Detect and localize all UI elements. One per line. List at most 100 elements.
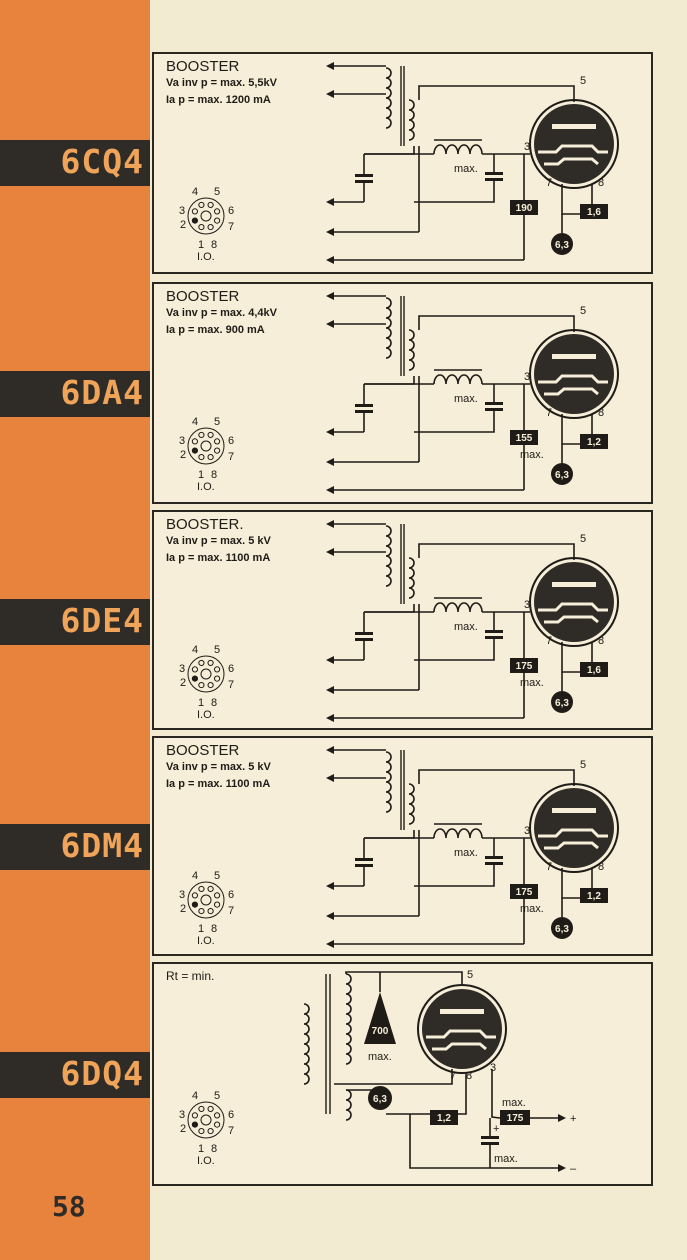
socket-outline bbox=[187, 197, 225, 235]
socket-pin-number: 8 bbox=[211, 697, 217, 709]
arrow-head bbox=[326, 912, 334, 920]
socket-outline bbox=[187, 427, 225, 465]
socket-key bbox=[200, 440, 212, 452]
socket-pin-number: 7 bbox=[228, 905, 234, 917]
socket-pin bbox=[191, 666, 199, 673]
resistor-max-label: max. bbox=[520, 677, 544, 689]
arrow-head bbox=[326, 486, 334, 494]
polarity-minus: – bbox=[570, 1163, 577, 1175]
value-box bbox=[430, 1110, 458, 1125]
pin-number: 5 bbox=[580, 75, 586, 87]
socket-pin bbox=[207, 1105, 214, 1113]
socket-pin bbox=[207, 907, 214, 915]
pin-number: 7 bbox=[546, 407, 552, 419]
socket-label: I.O. bbox=[197, 709, 215, 721]
socket-pin bbox=[213, 447, 221, 454]
tube-anode bbox=[440, 1009, 484, 1014]
socket-pin bbox=[198, 223, 205, 231]
panel-title: BOOSTER bbox=[166, 288, 240, 305]
arrow-head bbox=[326, 882, 334, 890]
wire bbox=[409, 1114, 560, 1169]
socket-pin bbox=[213, 1112, 221, 1119]
socket-key bbox=[200, 210, 212, 222]
resistor-max-label: max. bbox=[520, 449, 544, 461]
arrow-head bbox=[326, 746, 334, 754]
pin-number: 8 bbox=[598, 635, 604, 647]
tube-envelope bbox=[529, 557, 619, 647]
voltage-label: 6,3 bbox=[555, 240, 569, 251]
socket-pin-number: 4 bbox=[192, 186, 198, 198]
value-box bbox=[510, 658, 538, 673]
socket-pin-number: 8 bbox=[211, 1143, 217, 1155]
socket-pin bbox=[191, 217, 199, 224]
wire bbox=[418, 543, 575, 560]
resistor-max-label: max. bbox=[502, 1097, 526, 1109]
panel-spec-voltage: Va inv p = max. 5,5kV bbox=[166, 77, 277, 89]
arrow-head bbox=[326, 656, 334, 664]
value-box bbox=[580, 888, 608, 903]
tube-envelope bbox=[417, 984, 507, 1074]
pin-number: 7 bbox=[546, 177, 552, 189]
value-label: 175 bbox=[507, 1113, 524, 1124]
tube-cathode bbox=[544, 387, 599, 396]
tube-cathode bbox=[544, 157, 599, 166]
socket-pin bbox=[191, 208, 199, 215]
wire bbox=[418, 85, 575, 102]
electrolytic-capacitor bbox=[481, 1136, 499, 1139]
socket-pin-number: 1 bbox=[198, 697, 204, 709]
transformer-secondary-coil bbox=[408, 99, 415, 141]
panel-text: BOOSTER Va inv p = max. 5,5kV Ia p = max… bbox=[166, 58, 277, 109]
pin-number: 8 bbox=[466, 1070, 472, 1082]
socket-pin-number: 2 bbox=[180, 677, 186, 689]
tube-body bbox=[534, 104, 614, 184]
grid-capacitor bbox=[485, 636, 503, 639]
socket-label: I.O. bbox=[197, 1155, 215, 1167]
value-box bbox=[510, 884, 538, 899]
pin-number: 8 bbox=[598, 861, 604, 873]
value-label: 175 bbox=[516, 661, 533, 672]
arrow-head bbox=[326, 428, 334, 436]
decoupling-capacitor bbox=[355, 858, 373, 861]
socket-pin-number: 7 bbox=[228, 451, 234, 463]
socket-pin bbox=[198, 907, 205, 915]
value-label: 1,2 bbox=[587, 437, 601, 448]
tube-label-band: 6CQ4 bbox=[0, 140, 150, 186]
socket-pin bbox=[213, 892, 221, 899]
wire bbox=[345, 971, 463, 986]
socket-pin bbox=[207, 431, 214, 439]
value-box bbox=[510, 430, 538, 445]
voltage-label: 6,3 bbox=[373, 1094, 387, 1105]
socket-pin bbox=[207, 681, 214, 689]
tube-grid bbox=[538, 828, 608, 838]
tube-label-band: 6DM4 bbox=[0, 824, 150, 870]
socket-pin-number: 5 bbox=[214, 644, 220, 656]
decoupling-capacitor bbox=[355, 174, 373, 177]
choke-coil bbox=[433, 828, 483, 839]
tube-anode bbox=[552, 582, 596, 587]
capacitor-polarity: + bbox=[493, 1123, 499, 1135]
socket-pin bbox=[191, 892, 199, 899]
panel-spec-voltage: Va inv p = max. 5 kV bbox=[166, 761, 271, 773]
socket-pin bbox=[207, 885, 214, 893]
wire bbox=[386, 1074, 467, 1115]
wire bbox=[364, 830, 415, 839]
socket-key bbox=[200, 1114, 212, 1126]
value-box bbox=[580, 434, 608, 449]
value-label: 1,6 bbox=[587, 207, 601, 218]
arrow-head bbox=[326, 714, 334, 722]
pin-number: 8 bbox=[598, 407, 604, 419]
wire bbox=[364, 604, 415, 613]
socket-pin bbox=[207, 223, 214, 231]
socket-pin bbox=[213, 208, 221, 215]
grid-capacitor bbox=[485, 172, 503, 175]
panel-text: Rt = min. bbox=[166, 968, 214, 985]
grid-capacitor bbox=[485, 862, 503, 865]
socket-pin bbox=[198, 1127, 205, 1135]
tube-name: 6CQ4 bbox=[60, 142, 144, 181]
tube-envelope bbox=[529, 329, 619, 419]
socket-pin-number: 8 bbox=[211, 923, 217, 935]
choke-coil bbox=[433, 602, 483, 613]
socket-pin-number: 1 bbox=[198, 923, 204, 935]
